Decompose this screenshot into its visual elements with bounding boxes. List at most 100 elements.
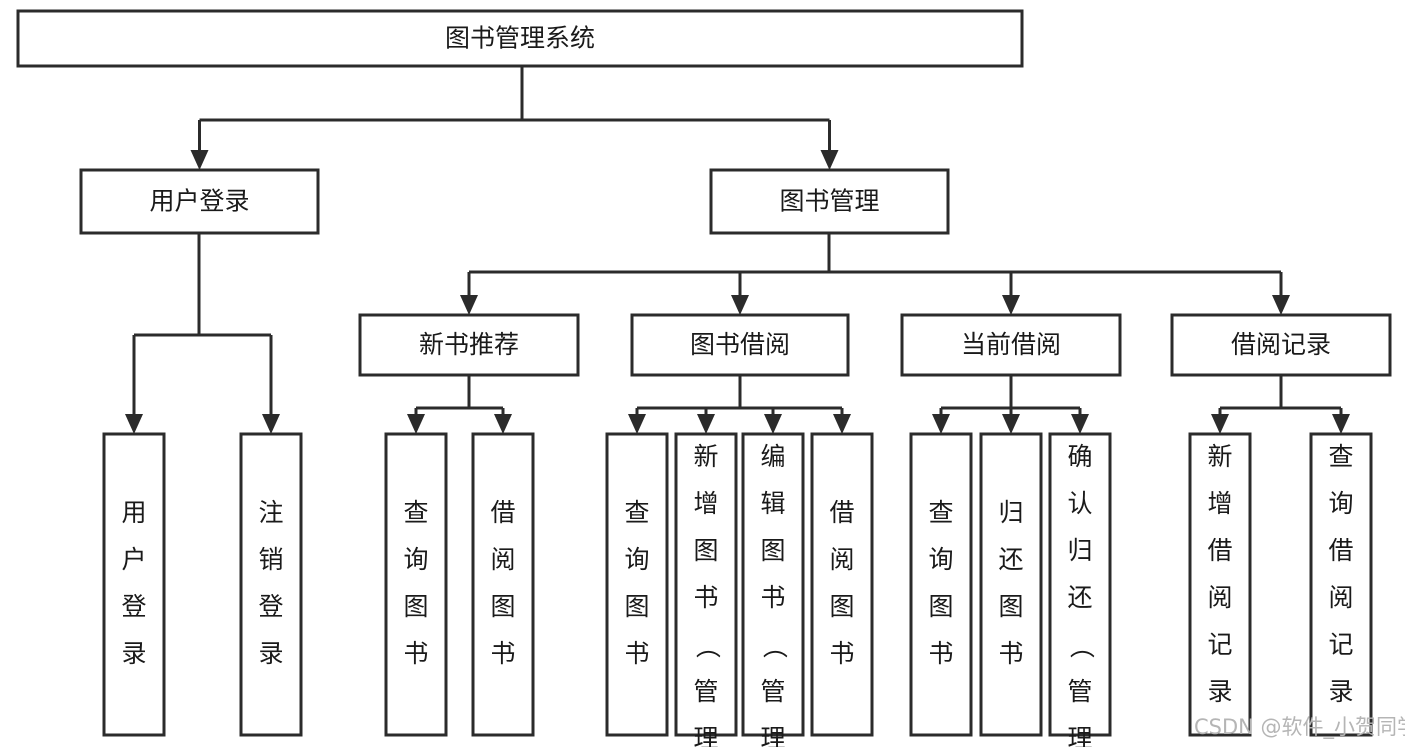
node-leaf-edit-book-admin-char: 辑 [760,489,785,518]
node-book-management-label: 图书管理 [779,187,879,216]
connector-bookmgmt-to-level3 [460,233,1290,315]
node-leaf-return-book-box[interactable] [979,432,1043,737]
node-leaf-query-book-current-char: 询 [928,545,953,574]
node-leaf-query-borrow-record-box[interactable] [1309,432,1373,737]
arrow-head-icon [407,414,425,434]
watermark-layer: CSDN @软件_小贺同学 [1194,715,1405,740]
node-leaf-query-borrow-record-char: 询 [1328,489,1353,518]
node-leaf-user-login-box[interactable] [102,432,166,737]
arrow-head-icon [1332,414,1350,434]
node-leaf-borrow-book-recommend-box[interactable] [471,432,535,737]
node-leaf-edit-book-admin-char: 管 [760,677,785,706]
node-leaf-query-book-recommend-box[interactable] [384,432,448,737]
node-leaf-add-book-admin-char: 图 [693,536,718,565]
node-book-borrow[interactable]: 图书借阅 [630,313,850,377]
node-leaf-add-borrow-record-box[interactable] [1188,432,1252,737]
node-leaf-return-book-char: 书 [998,639,1023,668]
node-leaf-user-login[interactable]: 用户登录 [102,432,166,737]
node-user-login-box[interactable] [79,168,320,235]
node-borrow-record-box[interactable] [1170,313,1392,377]
arrow-head-icon [1002,414,1020,434]
node-leaf-user-logout-char: 注 [258,498,283,527]
arrow-head-icon [1071,414,1089,434]
node-leaf-query-book-recommend-char: 询 [403,545,428,574]
node-book-management-box[interactable] [709,168,950,235]
arrow-head-icon [494,414,512,434]
arrow-head-icon [190,150,209,170]
connector-current-to-leaves [932,375,1089,434]
node-leaf-return-book-char: 归 [998,498,1023,527]
node-leaf-edit-book-admin-box[interactable] [741,432,805,737]
node-leaf-query-book-borrow-char: 图 [624,592,649,621]
node-leaf-query-book-current-char: 书 [928,639,953,668]
node-leaf-borrow-book-recommend-char: 图 [490,592,515,621]
node-leaf-confirm-return-admin-char: 确 [1067,442,1092,471]
node-current-borrow-label: 当前借阅 [961,330,1061,359]
node-leaf-add-book-admin-char: 书 [693,583,718,612]
node-new-book-recommend-label: 新书推荐 [419,330,519,359]
arrow-head-icon [125,414,143,434]
node-user-login-label: 用户登录 [149,187,249,216]
node-leaf-query-book-borrow-char: 书 [624,639,649,668]
node-leaf-query-book-current-box[interactable] [909,432,973,737]
node-leaf-user-logout-box[interactable] [239,432,303,737]
node-leaf-query-book-current-char: 图 [928,592,953,621]
node-root[interactable]: 图书管理系统 [16,9,1024,68]
node-leaf-confirm-return-admin-char: 归 [1067,536,1092,565]
node-current-borrow[interactable]: 当前借阅 [900,313,1122,377]
node-borrow-record[interactable]: 借阅记录 [1170,313,1392,377]
connector-layer [125,66,1350,434]
node-leaf-user-login-char: 用 [121,498,146,527]
arrow-head-icon [697,414,715,434]
node-new-book-recommend[interactable]: 新书推荐 [358,313,580,377]
node-book-borrow-box[interactable] [630,313,850,377]
connector-root-to-level2 [190,66,839,170]
connector-borrow-to-leaves [628,375,851,434]
arrow-head-icon [833,414,851,434]
node-leaf-add-book-admin-char: 增 [693,489,718,518]
node-leaf-add-book-admin-char: 新 [693,442,718,471]
arrow-head-icon [628,414,646,434]
node-leaf-add-borrow-record-char: 记 [1207,630,1232,659]
connector-record-to-leaves [1211,375,1350,434]
node-leaf-add-borrow-record-char: 阅 [1207,583,1232,612]
node-current-borrow-box[interactable] [900,313,1122,377]
node-leaf-confirm-return-admin-box[interactable] [1048,432,1112,737]
node-leaf-add-borrow-record-char: 增 [1207,489,1232,518]
connector-userlogin-to-leaves [125,233,280,434]
node-leaf-query-borrow-record-char: 录 [1328,677,1353,706]
node-layer: 图书管理系统用户登录图书管理新书推荐图书借阅当前借阅借阅记录用户登录注销登录查询… [16,9,1392,747]
node-new-book-recommend-box[interactable] [358,313,580,377]
node-leaf-query-book-borrow-box[interactable] [605,432,669,737]
node-leaf-query-borrow-record-char: 借 [1328,536,1353,565]
node-leaf-borrow-book-char: 图 [829,592,854,621]
node-leaf-borrow-book-box[interactable] [810,432,874,737]
node-user-login[interactable]: 用户登录 [79,168,320,235]
node-leaf-add-borrow-record-char: 录 [1207,677,1232,706]
node-book-management[interactable]: 图书管理 [709,168,950,235]
arrow-head-icon [460,295,478,315]
node-borrow-record-label: 借阅记录 [1231,330,1331,359]
node-leaf-add-book-admin-box[interactable] [674,432,738,737]
node-leaf-user-login-char: 登 [121,592,146,621]
node-leaf-confirm-return-admin-char: 管 [1067,677,1092,706]
node-leaf-edit-book-admin-char: 编 [760,442,785,471]
node-root-box[interactable] [16,9,1024,68]
node-leaf-query-book-borrow-char: 查 [624,498,649,527]
node-leaf-return-book-char: 图 [998,592,1023,621]
node-leaf-add-book-admin-char: 管 [693,677,718,706]
